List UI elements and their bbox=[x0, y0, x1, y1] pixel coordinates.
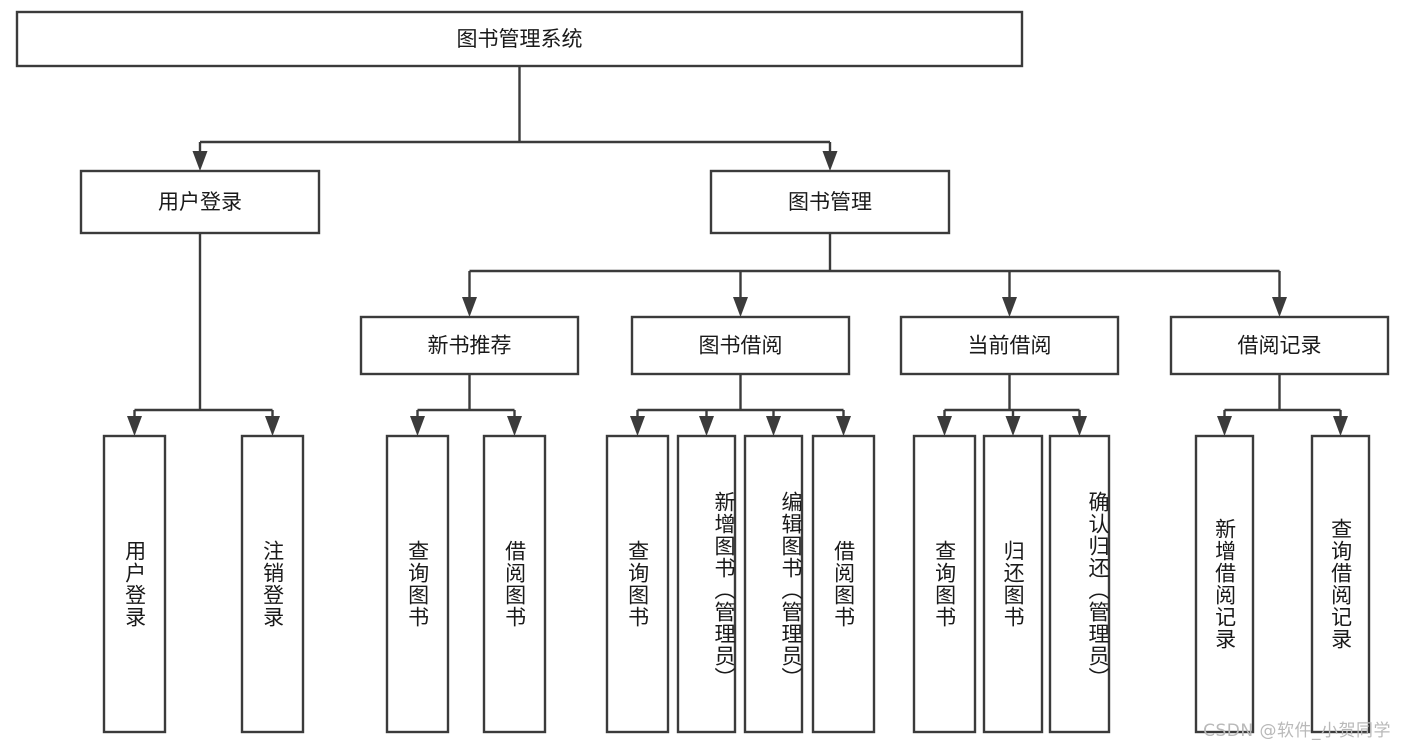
node-box-leaf-11[interactable] bbox=[1194, 434, 1255, 734]
boxes-layer bbox=[15, 10, 1390, 734]
node-label-level3-3: 借阅记录 bbox=[1238, 334, 1322, 358]
node-box-level3-3[interactable] bbox=[1169, 315, 1390, 376]
edge-leaf-2-2-arrowhead bbox=[766, 416, 781, 436]
node-label-level3-0: 新书推荐 bbox=[428, 334, 512, 358]
edge-root-l2-1-arrowhead bbox=[822, 151, 838, 171]
edge-leaf-3-0-arrowhead bbox=[937, 416, 952, 436]
edge-leaf-3-2-arrowhead bbox=[1072, 416, 1087, 436]
node-box-leaf-8[interactable] bbox=[912, 434, 977, 734]
edge-mgr-l3-1-arrowhead bbox=[733, 297, 748, 317]
edge-leaf-0-0-arrowhead bbox=[127, 416, 142, 436]
node-box-leaf-4[interactable] bbox=[605, 434, 670, 734]
node-box-level3-0[interactable] bbox=[359, 315, 580, 376]
edge-mgr-l3-2-arrowhead bbox=[1002, 297, 1017, 317]
node-box-leaf-7[interactable] bbox=[811, 434, 876, 734]
node-box-leaf-5[interactable] bbox=[676, 434, 737, 734]
node-box-leaf-9[interactable] bbox=[982, 434, 1044, 734]
node-box-leaf-10[interactable] bbox=[1048, 434, 1111, 734]
node-label-level3-1: 图书借阅 bbox=[699, 334, 783, 358]
node-box-level2-1[interactable] bbox=[709, 169, 951, 235]
node-box-leaf-0[interactable] bbox=[102, 434, 167, 734]
edge-leaf-2-0-arrowhead bbox=[630, 416, 645, 436]
edge-mgr-l3-3-arrowhead bbox=[1272, 297, 1287, 317]
node-box-level3-2[interactable] bbox=[899, 315, 1120, 376]
edge-leaf-2-3-arrowhead bbox=[836, 416, 851, 436]
node-box-leaf-6[interactable] bbox=[743, 434, 804, 734]
edge-leaf-3-1-arrowhead bbox=[1005, 416, 1021, 436]
node-label-level2-1: 图书管理 bbox=[788, 190, 872, 214]
node-label-level3-2: 当前借阅 bbox=[968, 334, 1052, 358]
node-box-leaf-12[interactable] bbox=[1310, 434, 1371, 734]
watermark: CSDN @软件_小贺同学 bbox=[1203, 721, 1391, 741]
node-box-leaf-2[interactable] bbox=[385, 434, 450, 734]
node-box-level3-1[interactable] bbox=[630, 315, 851, 376]
node-box-level2-0[interactable] bbox=[79, 169, 321, 235]
node-box-root[interactable] bbox=[15, 10, 1024, 68]
node-label-level2-0: 用户登录 bbox=[158, 190, 242, 214]
node-box-leaf-3[interactable] bbox=[482, 434, 547, 734]
edge-leaf-1-1-arrowhead bbox=[507, 416, 522, 436]
edge-leaf-4-0-arrowhead bbox=[1217, 416, 1232, 436]
edge-leaf-1-0-arrowhead bbox=[410, 416, 425, 436]
edge-root-l2-0-arrowhead bbox=[192, 151, 208, 171]
edge-leaf-4-1-arrowhead bbox=[1333, 416, 1348, 436]
node-label-root: 图书管理系统 bbox=[457, 27, 583, 51]
edge-mgr-l3-0-arrowhead bbox=[462, 297, 477, 317]
node-box-leaf-1[interactable] bbox=[240, 434, 305, 734]
edge-leaf-0-1-arrowhead bbox=[265, 416, 280, 436]
edge-leaf-2-1-arrowhead bbox=[699, 416, 714, 436]
connectors-layer bbox=[127, 66, 1348, 436]
